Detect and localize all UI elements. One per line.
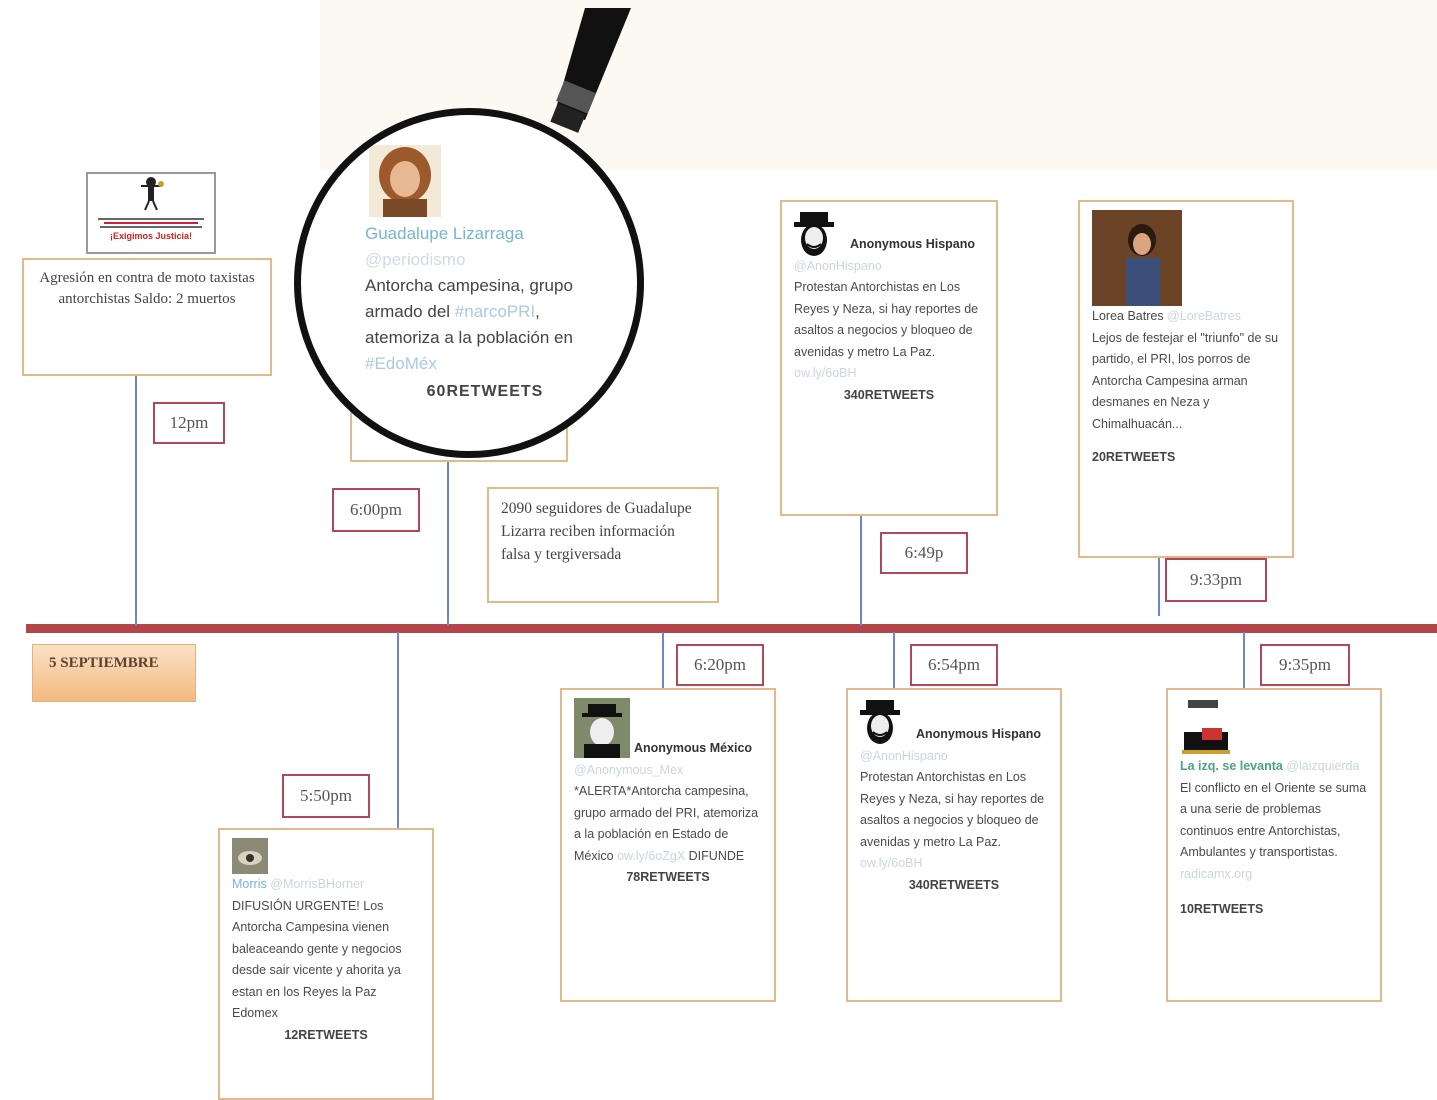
guadalupe-user[interactable]: Guadalupe Lizarraga [365,224,524,243]
time-933pm-text: 9:33pm [1190,570,1242,589]
lorea-batres-user[interactable]: Lorea Batres [1092,309,1164,323]
time-550pm: 5:50pm [282,774,370,818]
protest-figure-icon [141,177,164,211]
time-649pm-text: 6:49p [904,543,944,562]
anonymous-hispano-handle-649[interactable]: @AnonHispano [794,258,882,273]
guadalupe-avatar [369,145,441,217]
la-izq-retweets: 10RETWEETS [1180,902,1264,916]
anonymous-mexico-user[interactable]: Anonymous México [634,741,753,755]
edomex-link[interactable]: #EdoMéx [365,354,437,373]
lorea-batres-photo-icon [1092,210,1182,306]
date-label: 5 SEPTIEMBRE [32,644,196,702]
anonymous-mexico-handle[interactable]: @Anonymous_Mex [574,762,684,777]
morris-user[interactable]: Morris [232,877,267,891]
anonymous-mexico-avatar [574,698,630,758]
connector-933pm [1158,556,1160,616]
event-550pm-card: Morris @MorrisBHorner DIFUSIÓN URGENTE! … [218,828,434,1100]
la-izq-user[interactable]: La izq. se levanta [1180,759,1283,773]
magnifier-handle [545,0,635,140]
magnifier-lens: Guadalupe Lizarraga @periodismo Antorcha… [294,108,644,458]
morris-retweets: 12RETWEETS [284,1027,368,1042]
anonymous-hispano-link-654[interactable]: ow.ly/6oBH [860,856,923,870]
connector-550pm [397,632,399,830]
anonymous-mexico-text-end: DIFUNDE [688,848,745,863]
anonymous-hispano-handle-654[interactable]: @AnonHispano [860,748,948,763]
time-654pm-text: 6:54pm [928,655,980,674]
followers-note-text: 2090 seguidores de Guadalupe Lizarra rec… [501,500,692,563]
event-620pm-card: Anonymous México @Anonymous_Mex *ALERTA*… [560,688,776,1002]
anonymous-hispano-text-654: Protestan Antorchistas en Los Reyes y Ne… [860,770,1045,849]
poster-slogan: ¡Exigimos Justicia! [109,231,193,241]
event-12pm-card: Agresión en contra de moto taxistas anto… [22,258,272,376]
morris-avatar-icon [232,838,268,874]
guadalupe-retweets: 60RETWEETS [426,383,544,400]
anonymous-hispano-user-649[interactable]: Anonymous Hispano [850,237,976,251]
time-620pm: 6:20pm [676,644,764,686]
anonymous-mask-icon [794,212,834,256]
timeline-axis [26,624,1437,633]
anonymous-mexico-avatar-icon [574,698,630,758]
anonymous-hispano-retweets-654: 340RETWEETS [908,877,1000,892]
la-izq-avatar [1180,698,1232,756]
la-izq-handle[interactable]: @laizquierda [1286,759,1360,773]
protest-poster: ¡Exigimos Justicia! [86,172,216,254]
guadalupe-text-a: Antorcha campesina, grupo armado del [365,276,573,321]
time-550pm-text: 5:50pm [300,786,352,805]
guadalupe-handle[interactable]: @periodismo [365,250,466,269]
anonymous-hispano-user-654[interactable]: Anonymous Hispano [916,727,1042,741]
la-izq-logo-icon [1182,700,1230,754]
connector-600pm [447,460,449,626]
event-654pm-card: Anonymous Hispano @AnonHispano Protestan… [846,688,1062,1002]
morris-handle[interactable]: @MorrisBHorner [270,877,365,891]
anonymous-mask-icon-654 [860,700,900,744]
lorea-batres-text: Lejos de festejar el "triunfo" de su par… [1092,330,1279,431]
connector-654pm [893,632,895,688]
lorea-batres-avatar [1092,210,1182,306]
morris-avatar [232,838,268,874]
guadalupe-text-b: , atemoriza a la población en [365,302,573,347]
anonymous-hispano-link-649[interactable]: ow.ly/6oBH [794,366,857,380]
time-935pm-text: 9:35pm [1279,655,1331,674]
magnifier-handle-icon [550,8,631,133]
anonymous-hispano-avatar-654 [860,698,1048,746]
time-649pm: 6:49p [880,532,968,574]
la-izq-text: El conflicto en el Oriente se suma a una… [1180,780,1367,860]
time-620pm-text: 6:20pm [694,655,746,674]
guadalupe-tweet: Guadalupe Lizarraga @periodismo Antorcha… [365,221,605,405]
lorea-batres-retweets: 20RETWEETS [1092,450,1176,464]
date-label-text: 5 SEPTIEMBRE [49,655,159,671]
narcopri-link[interactable]: #narcoPRI [454,302,536,321]
connector-649pm [860,516,862,626]
time-600pm: 6:00pm [332,488,420,532]
time-12pm: 12pm [153,402,225,444]
connector-620pm [662,632,664,688]
anonymous-mexico-link[interactable]: ow.ly/6oZgX [617,848,686,863]
connector-12pm [135,374,137,626]
anonymous-hispano-avatar [794,210,984,258]
time-933pm: 9:33pm [1165,558,1267,602]
event-933pm-card: Lorea Batres @LoreBatres Lejos de festej… [1078,200,1294,558]
time-600pm-text: 6:00pm [350,500,402,519]
time-654pm: 6:54pm [910,644,998,686]
anonymous-hispano-retweets-649: 340RETWEETS [843,387,935,402]
guadalupe-avatar-icon [369,145,441,217]
event-935pm-card: La izq. se levanta @laizquierda El confl… [1166,688,1382,1002]
anonymous-hispano-text-649: Protestan Antorchistas en Los Reyes y Ne… [794,280,979,359]
event-12pm-text: Agresión en contra de moto taxistas anto… [39,270,255,307]
event-649pm-card: Anonymous Hispano @AnonHispano Protestan… [780,200,998,516]
morris-text: DIFUSIÓN URGENTE! Los Antorcha Campesina… [232,898,402,1021]
anonymous-mexico-retweets: 78RETWEETS [626,870,710,884]
time-12pm-text: 12pm [169,413,209,432]
anonymous-mexico-text: *ALERTA*Antorcha campesina, grupo armado… [574,784,759,863]
la-izq-link[interactable]: radicamx.org [1180,866,1253,881]
connector-935pm [1243,632,1245,688]
followers-note-card: 2090 seguidores de Guadalupe Lizarra rec… [487,487,719,603]
time-935pm: 9:35pm [1260,644,1350,686]
lorea-batres-handle[interactable]: @LoreBatres [1167,309,1241,323]
